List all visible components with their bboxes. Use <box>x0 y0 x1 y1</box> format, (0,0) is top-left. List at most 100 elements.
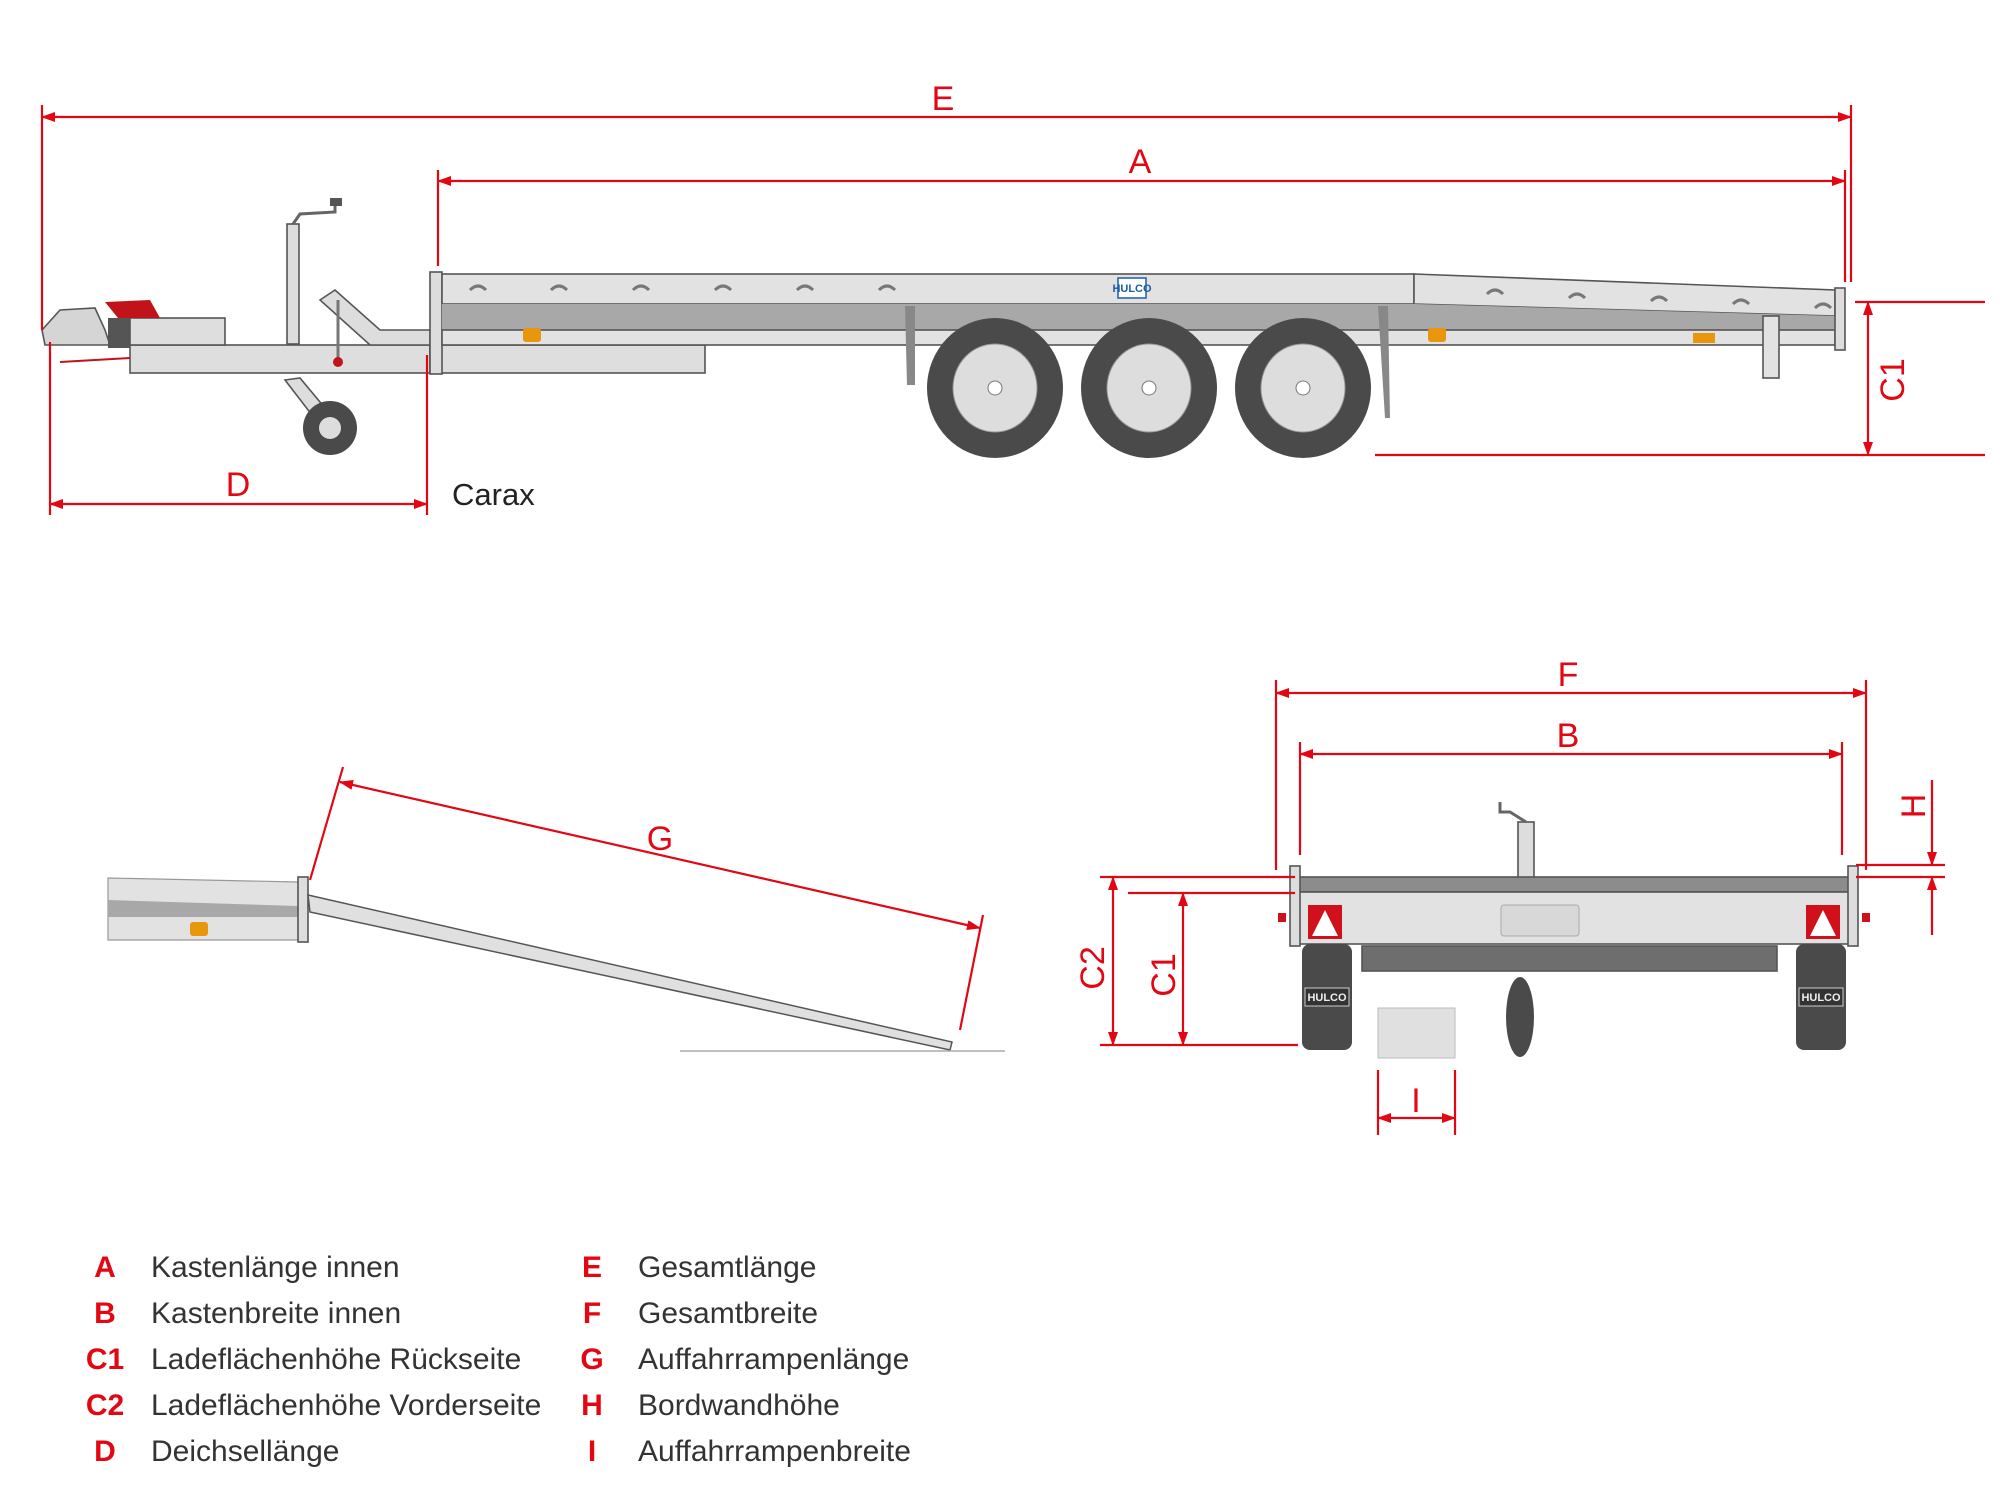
legend-key: I <box>587 1435 597 1468</box>
svg-text:F: F <box>1558 656 1579 694</box>
svg-text:I: I <box>1411 1082 1420 1120</box>
coupling-housing <box>129 317 226 346</box>
ramp-end <box>1377 1007 1456 1059</box>
legend-label: Kastenlänge innen <box>151 1251 400 1284</box>
svg-text:E: E <box>932 80 955 118</box>
legend-label: Bordwandhöhe <box>638 1389 840 1422</box>
legend-label: Ladeflächenhöhe Vorderseite <box>151 1389 542 1422</box>
legend-key: C1 <box>85 1343 125 1376</box>
side-marker-left <box>1278 913 1286 922</box>
drawbar <box>129 344 431 374</box>
dimension-D: D <box>48 342 429 515</box>
fender-front <box>905 306 915 385</box>
side-marker-front <box>523 328 541 342</box>
dimension-I: I <box>1376 1070 1457 1135</box>
legend-item: F Gesamtbreite <box>562 1291 911 1337</box>
side-view: HULCO <box>41 198 1846 458</box>
lashing-points <box>468 284 1833 310</box>
dimension-H: H <box>1856 780 1945 935</box>
jockey-wheel-rear <box>1506 977 1534 1057</box>
rear-view: HULCO HULCO <box>1278 802 1870 1059</box>
mudflap-logo-left: HULCO <box>1304 987 1350 1007</box>
jockey-post <box>286 223 300 345</box>
svg-text:C1: C1 <box>1874 358 1912 401</box>
legend-item: D Deichsellänge <box>75 1429 541 1475</box>
svg-text:A: A <box>1129 143 1152 181</box>
jockey-crank <box>291 202 337 225</box>
jockey-crank-rear <box>1498 802 1527 824</box>
loading-ramp <box>307 894 953 1051</box>
svg-text:HULCO: HULCO <box>1307 992 1347 1004</box>
legend-key: F <box>582 1297 602 1330</box>
rear-post-right <box>1847 865 1859 947</box>
svg-text:HULCO: HULCO <box>1801 992 1841 1004</box>
dimension-C2-rear: C2 <box>1074 875 1298 1047</box>
legend-key: B <box>94 1297 116 1330</box>
jockey-knob <box>330 198 342 206</box>
rear-post-left <box>1289 865 1301 947</box>
tail-light-right <box>1806 905 1840 939</box>
dimension-A: A <box>436 143 1847 282</box>
rear-axle <box>1361 945 1778 972</box>
rear-post <box>1834 287 1846 351</box>
legend-key: G <box>580 1343 604 1376</box>
side-marker-mid <box>1428 328 1446 342</box>
svg-text:C2: C2 <box>1074 946 1112 989</box>
wheel-2 <box>1081 318 1217 458</box>
legend-label: Gesamtbreite <box>638 1297 819 1330</box>
winch-knob <box>333 357 343 367</box>
legend-key: A <box>94 1251 116 1284</box>
chassis-beam <box>429 344 706 374</box>
legend-item: A Kastenlänge innen <box>75 1245 541 1291</box>
legend-item: H Bordwandhöhe <box>562 1383 911 1429</box>
legend-left: A Kastenlänge innen B Kastenbreite innen C… <box>75 1245 542 1475</box>
svg-text:G: G <box>647 820 673 858</box>
dimension-C1-rear: C1 <box>1128 891 1295 1046</box>
legend-label: Ladeflächenhöhe Rückseite <box>151 1343 522 1376</box>
legend-label: Gesamtlänge <box>638 1251 817 1284</box>
legend-key: C2 <box>85 1389 125 1422</box>
svg-text:C1: C1 <box>1145 953 1183 996</box>
coupling-head <box>41 307 112 346</box>
mudflap-logo-right: HULCO <box>1798 987 1844 1007</box>
dimension-B: B <box>1298 717 1844 855</box>
ramp-view <box>107 876 1005 1052</box>
legend-key: H <box>581 1389 603 1422</box>
wheel-3 <box>1235 318 1371 458</box>
jockey-hub <box>319 417 341 439</box>
legend-right: E Gesamtlänge F Gesamtbreite G Auffahrrampe… <box>562 1245 911 1475</box>
legend-item: C1 Ladeflächenhöhe Rückseite <box>75 1337 541 1383</box>
deck-fragment-band <box>108 900 298 917</box>
model-name: Carax <box>452 477 535 512</box>
deck-side-rail <box>441 273 1415 305</box>
handbrake-lever <box>105 300 160 318</box>
front-post <box>429 271 443 375</box>
coupling-bellows <box>108 318 130 348</box>
legend-label: Deichsellänge <box>151 1435 340 1468</box>
legend-key: D <box>94 1435 116 1468</box>
legend-label: Kastenbreite innen <box>151 1297 402 1330</box>
license-plate-holder <box>1500 904 1580 937</box>
side-marker-rear <box>1693 333 1715 343</box>
legend-item: E Gesamtlänge <box>562 1245 911 1291</box>
legend-label: Auffahrrampenlänge <box>638 1343 910 1376</box>
deck-top <box>1297 876 1851 893</box>
svg-text:B: B <box>1557 717 1580 755</box>
svg-text:H: H <box>1895 794 1933 819</box>
svg-text:HULCO: HULCO <box>1112 283 1152 295</box>
tail-light-left <box>1308 905 1342 939</box>
dimension-C1-side: C1 <box>1375 300 1985 457</box>
legend-key: E <box>581 1251 602 1284</box>
side-marker <box>190 922 208 936</box>
support-leg <box>1762 315 1780 379</box>
wheel-1 <box>927 318 1063 458</box>
legend-item: C2 Ladeflächenhöhe Vorderseite <box>75 1383 542 1429</box>
dimension-G: G <box>308 766 985 1031</box>
hulco-logo: HULCO <box>1112 277 1152 299</box>
jockey-post-rear <box>1517 821 1535 881</box>
dimension-F: F <box>1274 656 1868 870</box>
side-marker-right <box>1862 913 1870 922</box>
legend-item: B Kastenbreite innen <box>75 1291 541 1337</box>
